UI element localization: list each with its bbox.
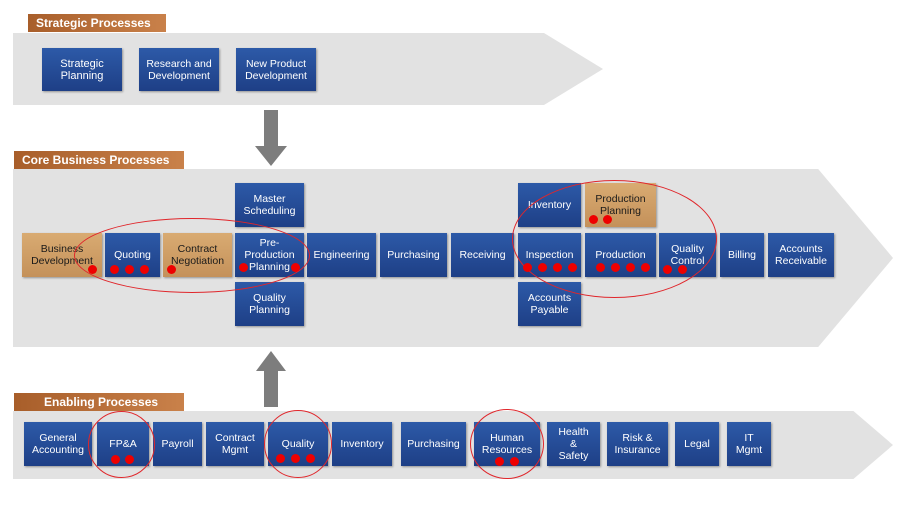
process-purchasing-core[interactable]: Purchasing xyxy=(380,233,447,277)
marker-dot xyxy=(553,263,562,272)
marker-dot xyxy=(538,263,547,272)
process-research-and-development[interactable]: Research and Development xyxy=(139,48,219,91)
marker-dot xyxy=(568,263,577,272)
process-quality-planning[interactable]: Quality Planning xyxy=(235,282,304,326)
process-risk-insurance[interactable]: Risk & Insurance xyxy=(607,422,668,466)
strategic-header: Strategic Processes xyxy=(28,14,166,32)
marker-dot xyxy=(678,265,687,274)
process-it-mgmt[interactable]: IT Mgmt xyxy=(727,422,771,466)
marker-dot xyxy=(88,265,97,274)
core-header: Core Business Processes xyxy=(14,151,184,169)
process-accounts-receivable[interactable]: Accounts Receivable xyxy=(768,233,834,277)
marker-dot xyxy=(306,454,315,463)
process-strategic-planning[interactable]: Strategic Planning xyxy=(42,48,122,91)
process-inventory-enabling[interactable]: Inventory xyxy=(332,422,392,466)
marker-dot xyxy=(589,215,598,224)
process-general-accounting[interactable]: General Accounting xyxy=(24,422,92,466)
marker-dot xyxy=(603,215,612,224)
marker-dot xyxy=(291,454,300,463)
up-arrow-icon xyxy=(256,351,286,407)
marker-dot xyxy=(523,263,532,272)
marker-dot xyxy=(125,455,134,464)
process-health-safety[interactable]: Health & Safety xyxy=(547,422,600,466)
marker-dot xyxy=(495,457,504,466)
process-new-product-development[interactable]: New Product Development xyxy=(236,48,316,91)
marker-dot xyxy=(111,455,120,464)
marker-dot xyxy=(167,265,176,274)
marker-dot xyxy=(626,263,635,272)
process-legal[interactable]: Legal xyxy=(675,422,719,466)
process-purchasing-enabling[interactable]: Purchasing xyxy=(401,422,466,466)
marker-dot xyxy=(125,265,134,274)
marker-dot xyxy=(140,265,149,274)
marker-dot xyxy=(510,457,519,466)
process-payroll[interactable]: Payroll xyxy=(153,422,202,466)
down-arrow-icon xyxy=(255,110,287,166)
process-contract-mgmt[interactable]: Contract Mgmt xyxy=(206,422,264,466)
marker-dot xyxy=(641,263,650,272)
highlight-ring-quality xyxy=(264,410,332,478)
highlight-ring-human-resources xyxy=(470,409,544,479)
marker-dot xyxy=(110,265,119,274)
marker-dot xyxy=(596,263,605,272)
process-master-scheduling[interactable]: Master Scheduling xyxy=(235,183,304,227)
marker-dot xyxy=(239,263,248,272)
highlight-ring-fpa xyxy=(88,411,155,478)
marker-dot xyxy=(291,263,300,272)
process-engineering[interactable]: Engineering xyxy=(307,233,376,277)
marker-dot xyxy=(663,265,672,274)
marker-dot xyxy=(611,263,620,272)
highlight-ring-quoting-negotiation xyxy=(74,218,310,293)
enabling-header: Enabling Processes xyxy=(14,393,184,411)
process-billing[interactable]: Billing xyxy=(720,233,764,277)
marker-dot xyxy=(276,454,285,463)
process-receiving[interactable]: Receiving xyxy=(451,233,514,277)
highlight-ring-production xyxy=(512,180,717,298)
